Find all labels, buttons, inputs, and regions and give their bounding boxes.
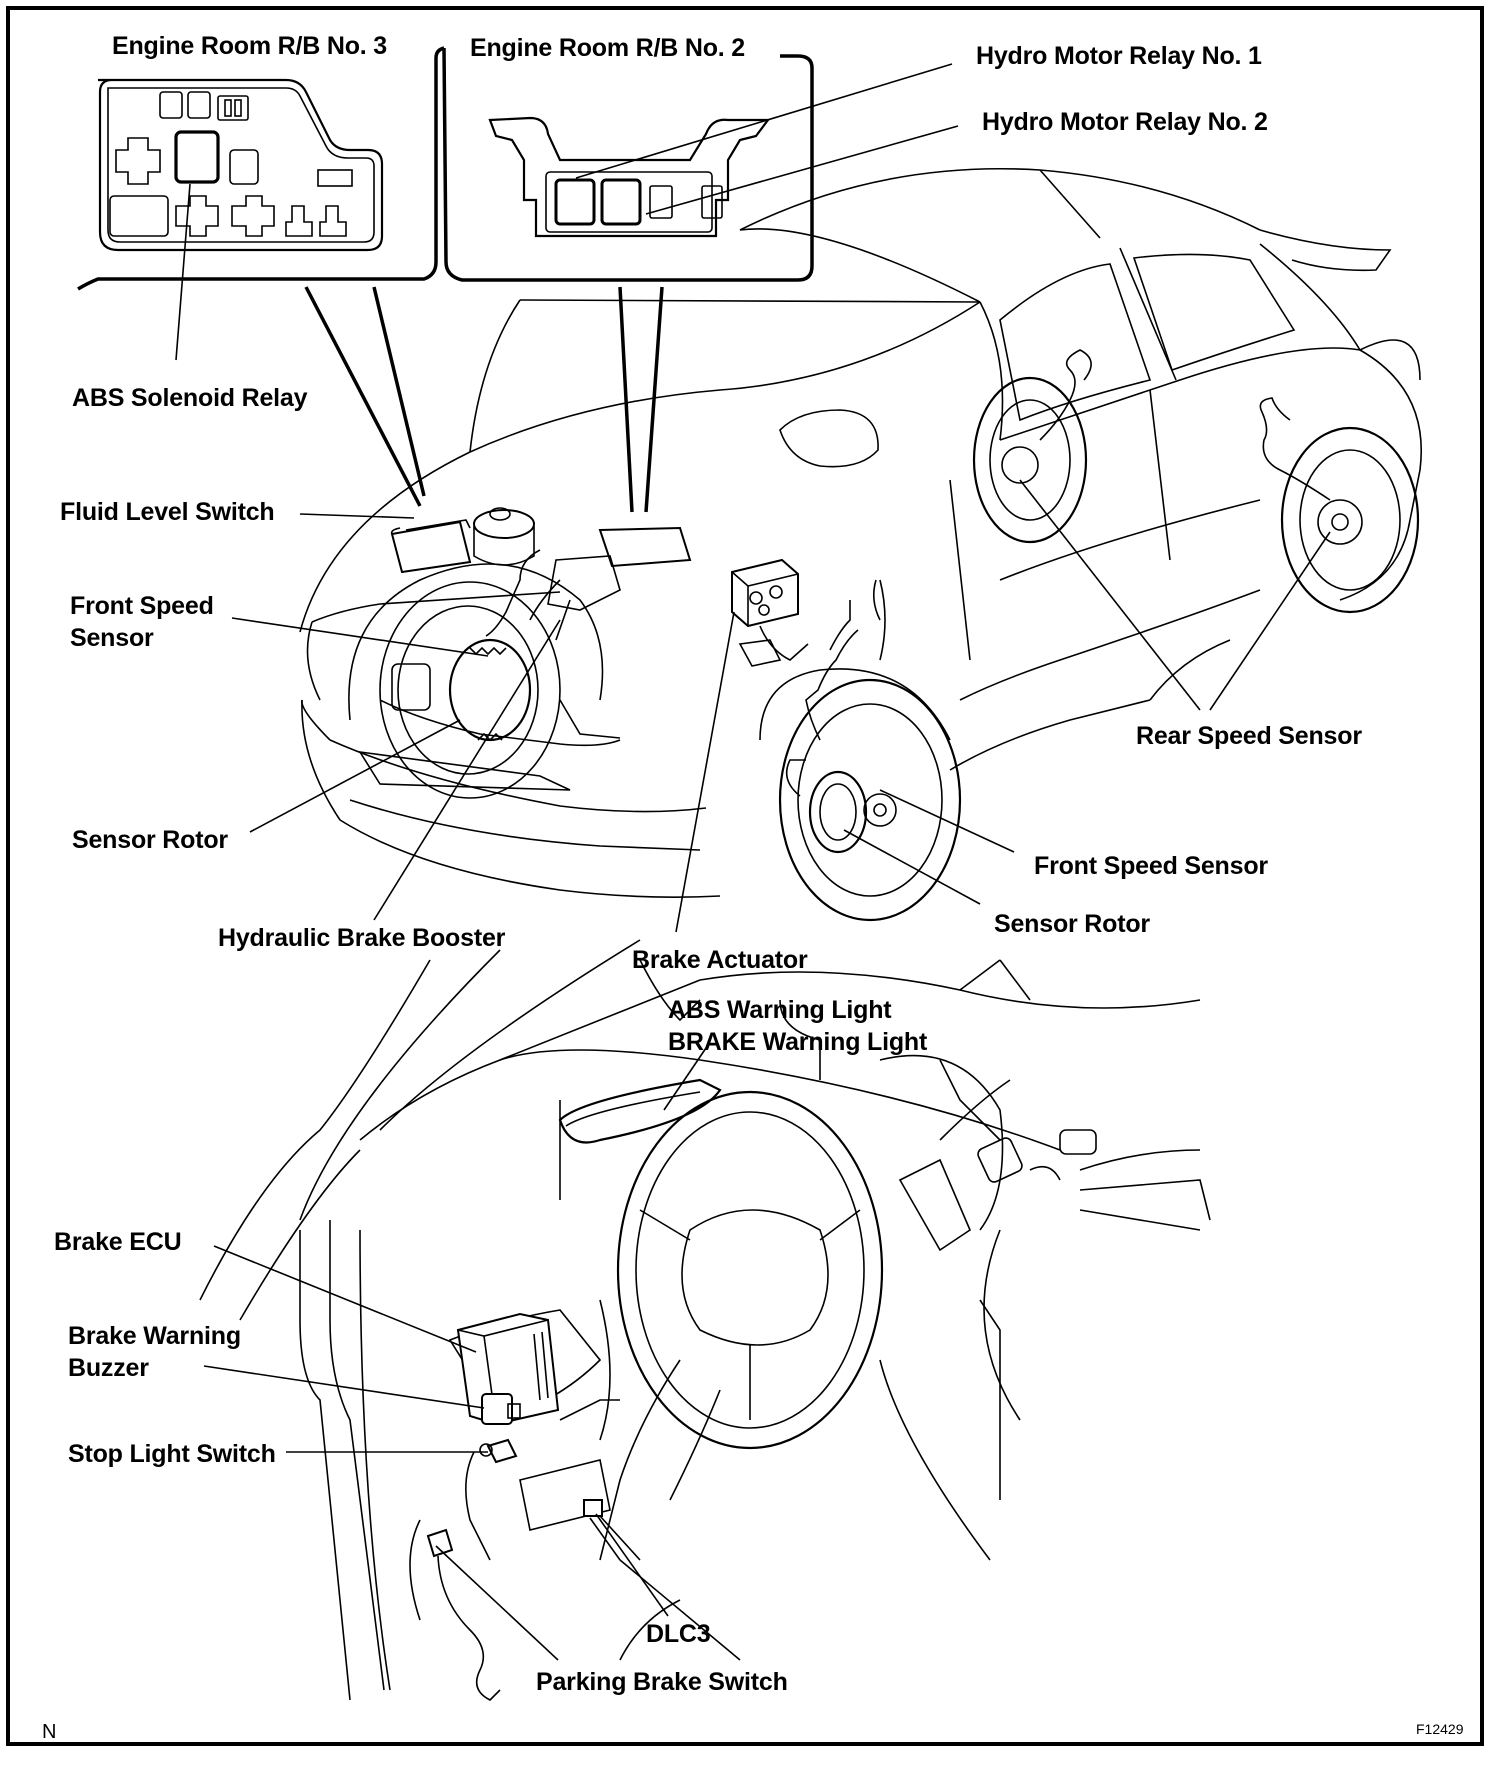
label-front-speed-sensor-right: Front Speed Sensor <box>1034 852 1268 880</box>
vehicle-exterior <box>299 167 1422 922</box>
label-brake-warning-buzzer-1: Brake Warning <box>68 1322 241 1350</box>
label-brake-ecu: Brake ECU <box>54 1228 181 1256</box>
relay-block-rb3 <box>77 46 445 507</box>
hydro-motor-relay-1-slot <box>554 178 596 226</box>
label-hydro-motor-relay-2: Hydro Motor Relay No. 2 <box>982 108 1268 136</box>
label-sensor-rotor-right: Sensor Rotor <box>994 910 1150 938</box>
leader-lines-lower <box>203 1245 669 1661</box>
label-hydraulic-brake-booster: Hydraulic Brake Booster <box>218 924 506 952</box>
label-front-speed-sensor-left-1: Front Speed <box>70 592 214 620</box>
figure-code: F12429 <box>1416 1721 1464 1737</box>
label-engine-room-rb2: Engine Room R/B No. 2 <box>470 34 745 62</box>
engine-bay-components <box>390 507 809 667</box>
label-parking-brake-switch: Parking Brake Switch <box>536 1668 788 1696</box>
label-hydro-motor-relay-1: Hydro Motor Relay No. 1 <box>976 42 1262 70</box>
label-brake-warning-light: BRAKE Warning Light <box>668 1028 928 1056</box>
label-dlc3: DLC3 <box>646 1620 710 1648</box>
corner-mark-n: N <box>42 1721 56 1743</box>
label-brake-actuator: Brake Actuator <box>632 946 808 974</box>
relay-block-rb2 <box>442 47 959 513</box>
label-stop-light-switch: Stop Light Switch <box>68 1440 276 1468</box>
vehicle-interior <box>199 939 1211 1701</box>
label-abs-warning-light: ABS Warning Light <box>668 996 892 1024</box>
label-sensor-rotor-left: Sensor Rotor <box>72 826 228 854</box>
abs-solenoid-relay-slot <box>174 130 220 184</box>
hydro-motor-relay-2-slot <box>600 178 642 226</box>
label-fluid-level-switch: Fluid Level Switch <box>60 498 275 526</box>
leader-lines-upper <box>231 479 1331 933</box>
label-brake-warning-buzzer-2: Buzzer <box>68 1354 149 1382</box>
label-engine-room-rb3: Engine Room R/B No. 3 <box>112 32 387 60</box>
callout-labels: Engine Room R/B No. 3 Engine Room R/B No… <box>42 32 1464 1743</box>
figure-frame <box>6 6 1484 1746</box>
label-front-speed-sensor-left-2: Sensor <box>70 624 154 652</box>
label-abs-solenoid-relay: ABS Solenoid Relay <box>72 384 308 412</box>
label-rear-speed-sensor: Rear Speed Sensor <box>1136 722 1362 750</box>
